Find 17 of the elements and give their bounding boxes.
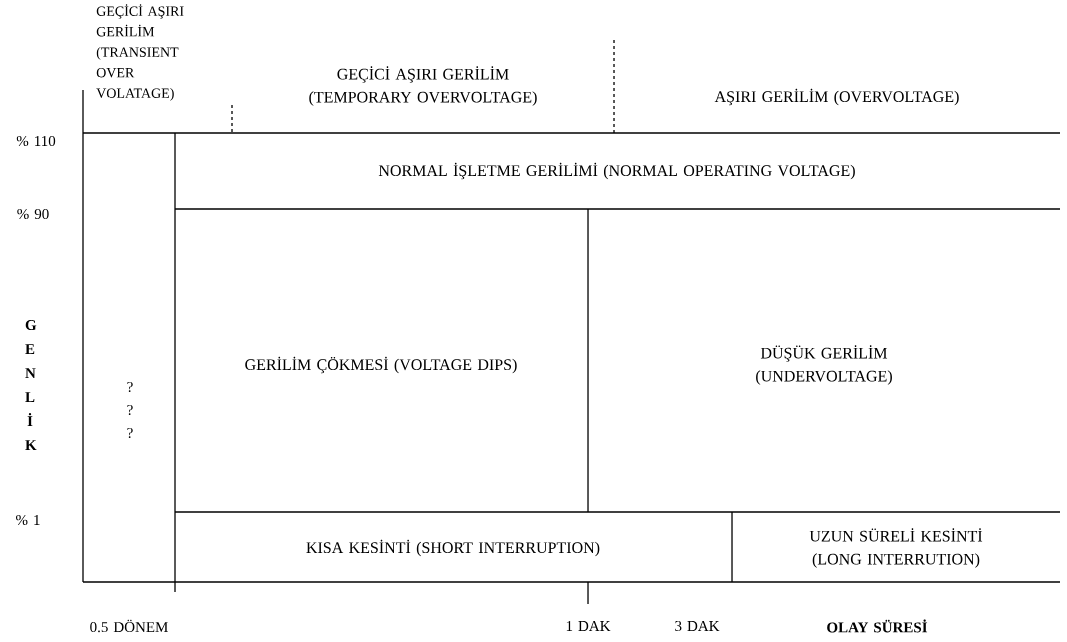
axis-tick-label: 1 DAK bbox=[566, 621, 611, 631]
region-label: ? ? ? bbox=[127, 381, 133, 439]
axis-tick-label: 3 DAK bbox=[675, 620, 720, 632]
region-label: AŞIRI GERİLİM (OVERVOLTAGE) bbox=[714, 88, 959, 106]
axis-title: OLAY SÜRESİ bbox=[827, 619, 928, 633]
region-label: KISA KESİNTİ (SHORT INTERRUPTION) bbox=[306, 539, 600, 557]
axis-tick-label: 0.5 DÖNEM bbox=[90, 619, 168, 633]
region-label: GEÇİCİ AŞIRI GERİLİM (TRANSIENT OVER VOLATAGE) bbox=[96, 4, 184, 101]
axis-title: G E N L İ K bbox=[25, 320, 37, 450]
region-label: GEÇİCİ AŞIRI GERİLİM (TEMPORARY OVERVOLTAGE) bbox=[309, 66, 537, 106]
region-label: GERİLİM ÇÖKMESİ (VOLTAGE DIPS) bbox=[245, 356, 517, 374]
region-label: NORMAL İŞLETME GERİLİMİ (NORMAL OPERATING VOLTAGE) bbox=[378, 162, 855, 180]
region-label: DÜŞÜK GERİLİM (UNDERVOLTAGE) bbox=[756, 345, 892, 385]
axis-tick-label: % 1 bbox=[16, 514, 40, 526]
region-label: UZUN SÜRELİ KESİNTİ (LONG INTERRUTION) bbox=[809, 528, 983, 568]
axis-tick-label: % 110 bbox=[16, 135, 56, 147]
axis-tick-label: % 90 bbox=[17, 208, 49, 220]
